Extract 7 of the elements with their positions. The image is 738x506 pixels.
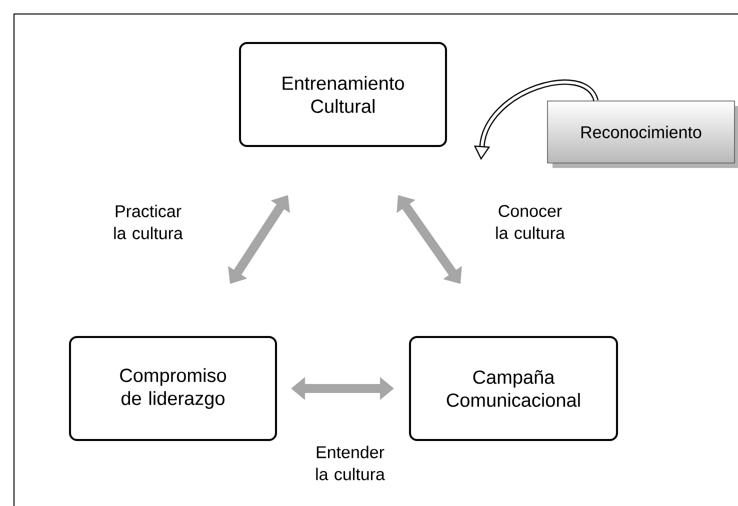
edge-label: Conocer la cultura [496,204,565,240]
process-box: Campaña Comunicacional [409,336,618,441]
process-box: Compromiso de liderazgo [69,336,277,441]
process-box: Entrenamiento Cultural [239,42,447,147]
edge-label: Entender la cultura [316,446,385,480]
process-box: Reconocimiento [547,100,738,168]
edge-label: Practicar la cultura [114,204,183,240]
